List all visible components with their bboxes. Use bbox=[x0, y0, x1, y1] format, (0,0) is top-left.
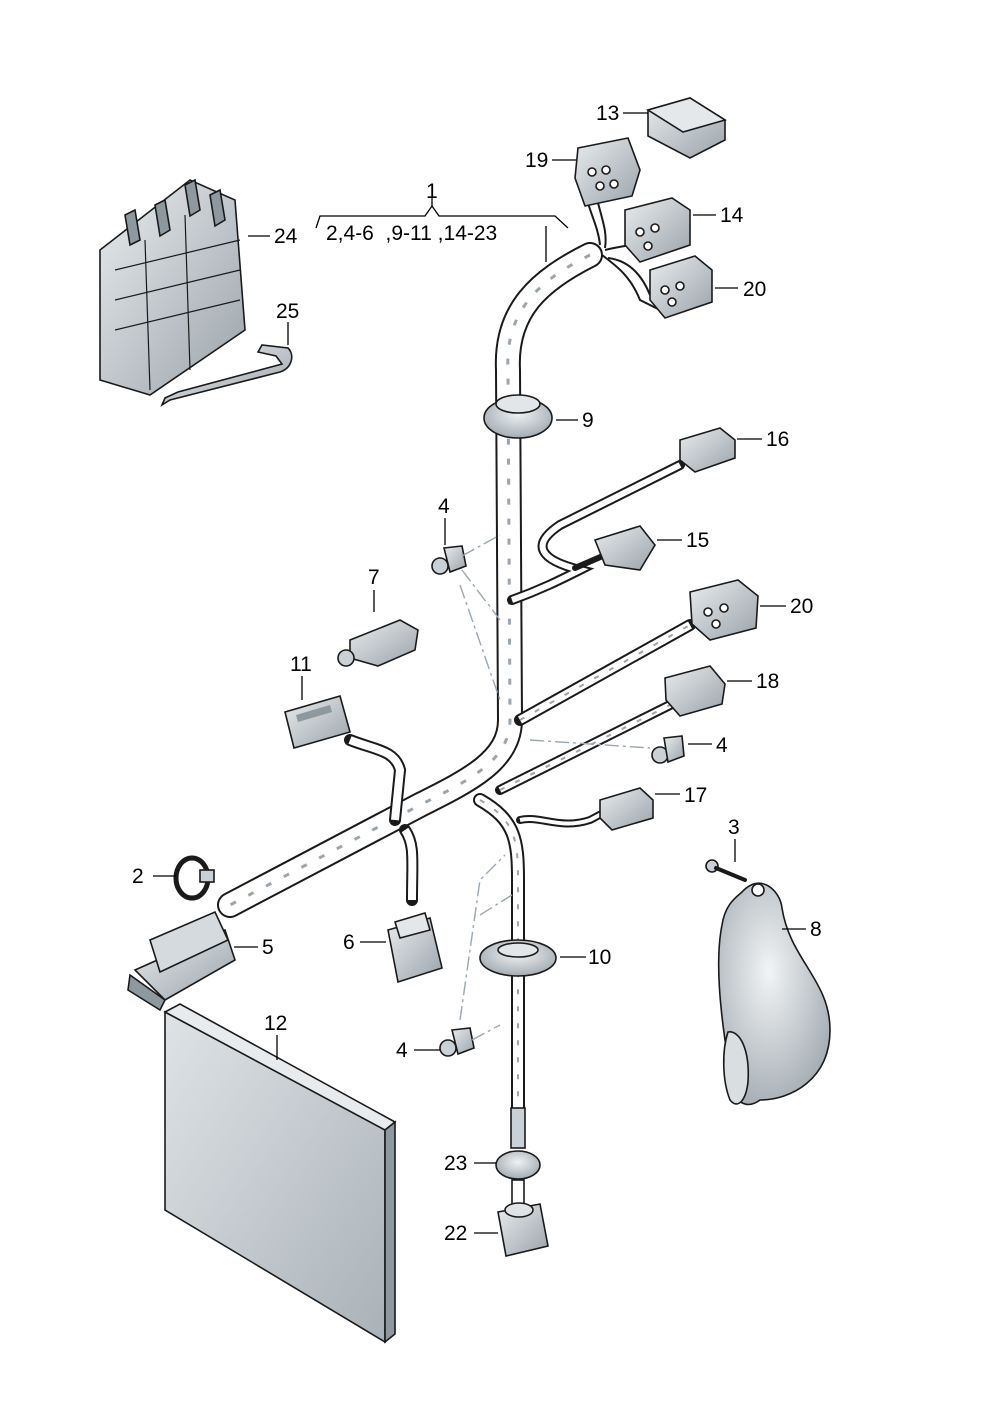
callout-10: 10 bbox=[588, 946, 611, 969]
grommet-10 bbox=[479, 939, 557, 977]
callout-4-bottom: 4 bbox=[396, 1039, 408, 1062]
callout-8: 8 bbox=[810, 918, 822, 941]
callout-9: 9 bbox=[582, 409, 594, 432]
callout-22: 22 bbox=[444, 1222, 467, 1245]
clip-4-middle bbox=[651, 735, 685, 764]
group-label-number: 1 bbox=[426, 180, 438, 203]
connector-13 bbox=[646, 97, 727, 159]
callout-4-middle: 4 bbox=[716, 734, 728, 757]
callout-19: 19 bbox=[525, 149, 548, 172]
connector-18 bbox=[664, 665, 726, 717]
bracket-7 bbox=[337, 619, 419, 667]
callout-20-top: 20 bbox=[743, 278, 766, 301]
connector-20-lower bbox=[689, 579, 759, 641]
callout-11: 11 bbox=[290, 653, 312, 676]
callout-5: 5 bbox=[262, 936, 274, 959]
callout-20-lower: 20 bbox=[790, 595, 813, 618]
clip-4-bottom bbox=[439, 1027, 475, 1057]
callout-18: 18 bbox=[756, 670, 779, 693]
attachment-lines bbox=[459, 534, 651, 1041]
clip-4-top bbox=[431, 545, 467, 575]
callout-15: 15 bbox=[686, 529, 709, 552]
callout-17: 17 bbox=[684, 784, 707, 807]
callout-6: 6 bbox=[343, 931, 355, 954]
callout-labels: 1 2,4-6 ,9-11 ,14-23 13 19 14 20 24 25 9… bbox=[132, 102, 822, 1245]
callout-14: 14 bbox=[720, 204, 744, 227]
screw-3 bbox=[705, 859, 747, 882]
cable-tie-2 bbox=[173, 855, 215, 901]
callout-23: 23 bbox=[444, 1152, 467, 1175]
callout-25: 25 bbox=[276, 300, 299, 323]
callout-3: 3 bbox=[728, 816, 740, 839]
panel-12 bbox=[163, 1003, 397, 1344]
connector-6 bbox=[387, 912, 443, 984]
connector-14 bbox=[624, 197, 691, 263]
group-bracket-1 bbox=[315, 196, 569, 262]
grommet-9 bbox=[483, 394, 553, 439]
cover-8 bbox=[717, 882, 831, 1106]
connector-16 bbox=[679, 427, 736, 473]
relay-carrier-24 bbox=[99, 178, 246, 396]
callout-2: 2 bbox=[132, 865, 144, 888]
cable-harness bbox=[217, 189, 696, 1117]
callout-7: 7 bbox=[368, 566, 380, 589]
connector-17 bbox=[599, 787, 654, 831]
connector-20-top bbox=[649, 255, 713, 319]
leader-lines bbox=[153, 112, 806, 1234]
group-label-contents: 2,4-6 ,9-11 ,14-23 bbox=[326, 222, 497, 245]
callout-16: 16 bbox=[766, 428, 789, 451]
connector-19 bbox=[574, 137, 641, 207]
connector-15 bbox=[593, 525, 656, 571]
connector-22 bbox=[497, 1202, 549, 1257]
strap-25 bbox=[160, 344, 293, 408]
callout-4-top: 4 bbox=[438, 495, 450, 518]
callout-12: 12 bbox=[264, 1012, 287, 1035]
grommet-23 bbox=[495, 1107, 541, 1205]
connector-5 bbox=[127, 910, 236, 1012]
callout-24: 24 bbox=[274, 225, 298, 248]
callout-13: 13 bbox=[596, 102, 619, 125]
connector-11 bbox=[284, 695, 351, 749]
